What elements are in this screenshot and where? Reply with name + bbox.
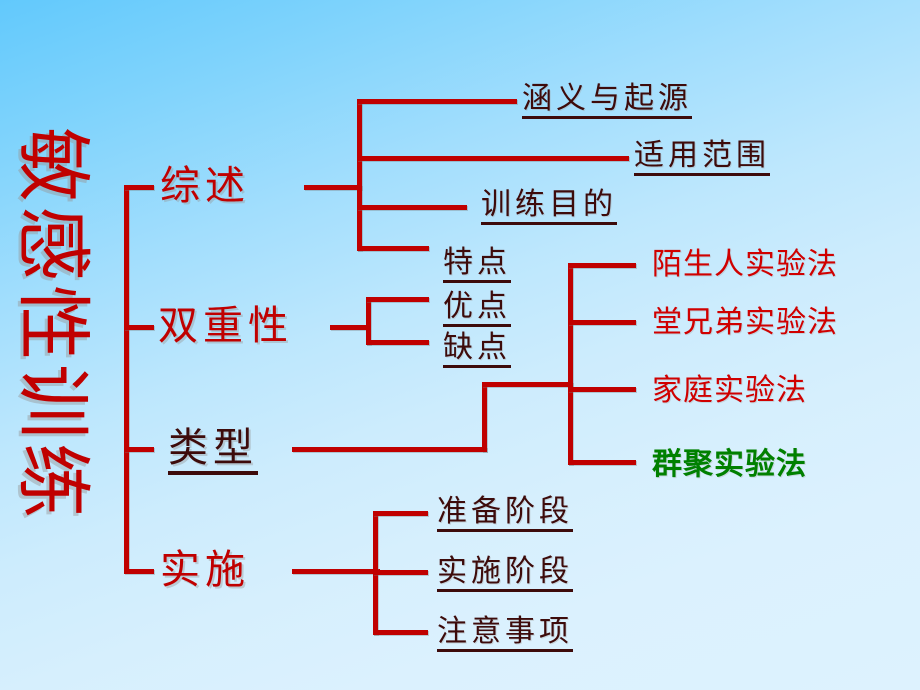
types-item-2[interactable]: 堂兄弟实验法 [652, 305, 838, 340]
duality-item-1[interactable]: 优点 [443, 292, 511, 327]
overview-item-4[interactable]: 特点 [443, 248, 511, 283]
duality-branch-2 [366, 340, 429, 345]
trunk-stub-implement [124, 569, 154, 574]
branch-label-duality[interactable]: 双重性 [158, 303, 293, 349]
overview-branch-3 [357, 205, 467, 210]
types-branch-4 [568, 460, 636, 465]
slide-title-text: 敏感性训练 [8, 127, 97, 523]
overview-branch-1 [357, 99, 517, 104]
branch-label-implement[interactable]: 实施 [160, 547, 250, 593]
implement-branch-1 [373, 511, 428, 516]
branch-label-types[interactable]: 类型 [168, 428, 258, 475]
implement-item-2[interactable]: 实施阶段 [437, 557, 573, 592]
trunk-stub-duality [124, 325, 154, 330]
types-connector-upper [482, 382, 573, 387]
trunk-stub-types [124, 447, 154, 452]
trunk-vertical-line [124, 185, 129, 573]
trunk-stub-overview [124, 185, 154, 190]
slide-title: 敏感性训练 [0, 127, 107, 522]
types-connector-riser [482, 382, 487, 452]
types-bracket-vertical [568, 263, 573, 465]
implement-connector [292, 569, 380, 574]
types-item-4[interactable]: 群聚实验法 [652, 447, 807, 482]
implement-item-3[interactable]: 注意事项 [437, 617, 573, 652]
types-branch-1 [568, 263, 636, 268]
overview-connector [304, 185, 362, 190]
duality-connector [330, 325, 370, 330]
overview-bracket-vertical [357, 99, 362, 251]
implement-branch-3 [373, 630, 428, 635]
duality-item-2[interactable]: 缺点 [443, 333, 511, 368]
types-branch-2 [568, 320, 636, 325]
types-item-1[interactable]: 陌生人实验法 [652, 247, 838, 282]
overview-branch-4 [357, 246, 429, 251]
types-item-3[interactable]: 家庭实验法 [652, 373, 807, 408]
overview-item-3[interactable]: 训练目的 [481, 190, 617, 225]
overview-branch-2 [357, 156, 629, 161]
implement-item-1[interactable]: 准备阶段 [437, 497, 573, 532]
types-branch-3 [568, 387, 636, 392]
overview-item-1[interactable]: 涵义与起源 [522, 84, 692, 119]
branch-label-overview[interactable]: 综述 [160, 163, 250, 209]
duality-bracket-vertical [366, 297, 371, 345]
overview-item-2[interactable]: 适用范围 [634, 141, 770, 176]
implement-branch-2 [373, 570, 428, 575]
types-connector-lower [292, 447, 487, 452]
duality-branch-1 [366, 297, 429, 302]
